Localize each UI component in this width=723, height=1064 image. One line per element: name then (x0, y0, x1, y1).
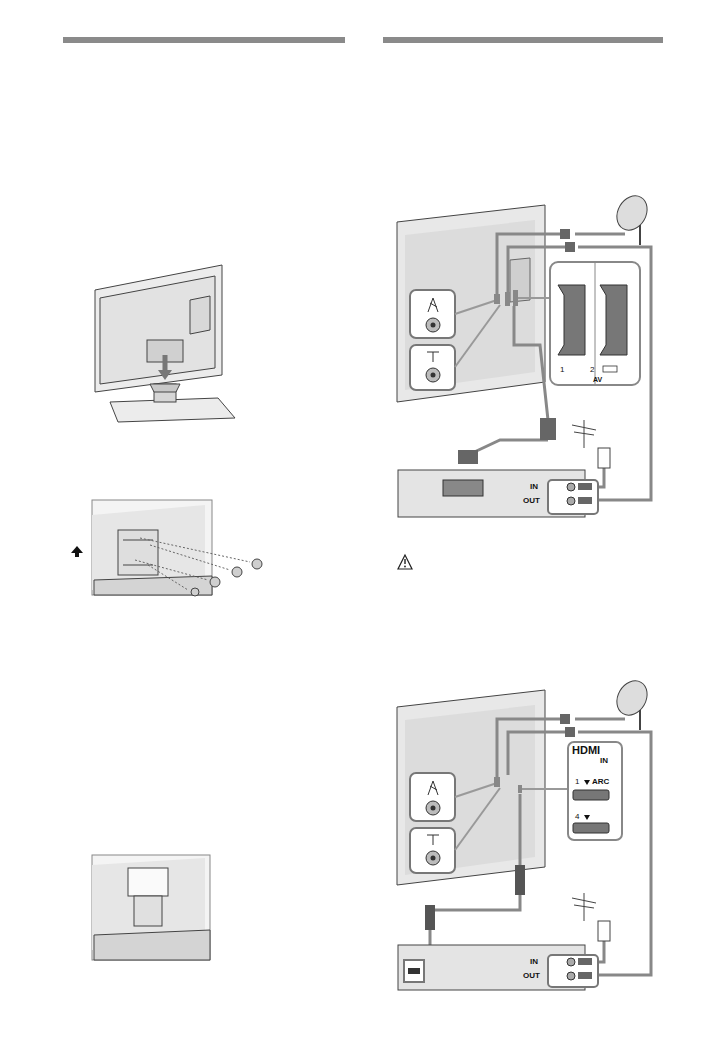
front-symbol (71, 546, 83, 557)
port-group-label: AV (593, 376, 602, 383)
tv-back-scart (397, 190, 653, 517)
warning-icon (398, 555, 412, 569)
port-label: IN (530, 483, 538, 491)
port-number: 1 (575, 778, 579, 786)
tv-back-hdmi (397, 675, 653, 990)
tv-stand-attach (95, 265, 235, 422)
heading-bar (63, 37, 345, 43)
heading-bar (383, 37, 663, 43)
port-label: ARC (592, 778, 609, 786)
stand-screws (92, 500, 262, 596)
port-label: OUT (523, 497, 540, 505)
port-label: IN (600, 757, 608, 765)
stand-cover (92, 855, 210, 960)
port-number: 2 (590, 366, 594, 374)
port-label: IN (530, 958, 538, 966)
port-label: OUT (523, 972, 540, 980)
hdmi-logo: HDMI (572, 745, 600, 756)
port-number: 1 (560, 366, 564, 374)
port-number: 4 (575, 813, 579, 821)
